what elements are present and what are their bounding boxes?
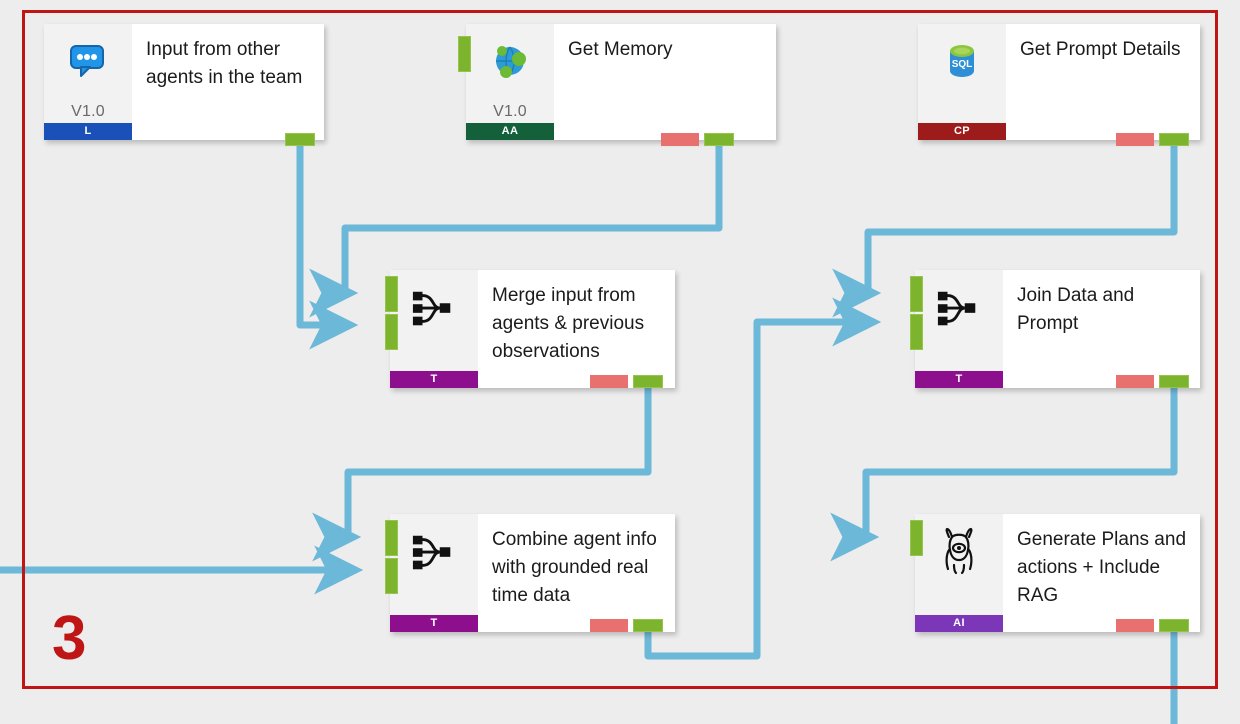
sql-database-icon: SQL (939, 38, 985, 84)
merge-icon (411, 286, 457, 332)
node-title: Merge input from agents & previous obser… (492, 285, 645, 362)
node-tag-badge: L (44, 123, 132, 140)
node-tag-badge: T (390, 371, 478, 388)
port-input-get-memory[interactable] (458, 36, 471, 72)
node-join-data-and-prompt[interactable]: T Join Data and Prompt (915, 270, 1200, 388)
port-output-get-memory[interactable] (704, 133, 734, 146)
wire-input-to-merge (296, 140, 359, 350)
port-input-merge-1[interactable] (385, 276, 398, 312)
node-generate-plans-and-actions[interactable]: AI Generate Plans and actions + Include … (915, 514, 1200, 632)
node-input-from-other-agents[interactable]: V1.0 L Input from other agents in the te… (44, 24, 324, 140)
globe-icon (487, 38, 533, 84)
node-tag-badge: AA (466, 123, 554, 140)
node-title: Generate Plans and actions + Include RAG (1017, 529, 1187, 606)
node-title: Input from other agents in the team (146, 39, 303, 88)
node-header-strip: T (390, 514, 478, 632)
merge-icon (411, 530, 457, 576)
node-version-label: V1.0 (493, 103, 527, 120)
port-output-error-join[interactable] (1116, 375, 1154, 388)
port-output-join[interactable] (1159, 375, 1189, 388)
llama-icon (936, 527, 982, 575)
svg-text:SQL: SQL (952, 59, 973, 70)
port-input-generate-plans[interactable] (910, 520, 923, 556)
wire-combine-to-join (644, 297, 882, 660)
node-tag-badge: T (915, 371, 1003, 388)
port-input-combine-2[interactable] (385, 558, 398, 594)
port-output-error-generate-plans[interactable] (1116, 619, 1154, 632)
speech-bubble-icon (65, 38, 111, 84)
port-output-error-get-prompt[interactable] (1116, 133, 1154, 146)
node-title: Get Prompt Details (1020, 39, 1181, 60)
node-header-strip: AI (915, 514, 1003, 632)
port-output-get-prompt[interactable] (1159, 133, 1189, 146)
node-title: Combine agent info with grounded real ti… (492, 529, 657, 606)
merge-icon (936, 286, 982, 332)
node-tag-badge: CP (918, 123, 1006, 140)
port-output-generate-plans[interactable] (1159, 619, 1189, 632)
port-output-error-combine[interactable] (590, 619, 628, 632)
node-combine-agent-info[interactable]: T Combine agent info with grounded real … (390, 514, 675, 632)
port-output-merge[interactable] (633, 375, 663, 388)
node-header-strip: SQL CP (918, 24, 1006, 140)
node-get-prompt-details[interactable]: SQL CP Get Prompt Details (918, 24, 1200, 140)
node-version-label: V1.0 (71, 103, 105, 120)
node-title: Get Memory (568, 39, 673, 60)
port-input-join-1[interactable] (910, 276, 923, 312)
node-header-strip: T (390, 270, 478, 388)
node-title: Join Data and Prompt (1017, 285, 1135, 334)
node-header-strip: V1.0 AA (466, 24, 554, 140)
node-merge-input-from-agents[interactable]: T Merge input from agents & previous obs… (390, 270, 675, 388)
port-output-input-node[interactable] (285, 133, 315, 146)
node-tag-badge: AI (915, 615, 1003, 632)
node-get-memory[interactable]: V1.0 AA Get Memory (466, 24, 776, 140)
port-input-join-2[interactable] (910, 314, 923, 350)
port-output-error-merge[interactable] (590, 375, 628, 388)
port-output-error-get-memory[interactable] (661, 133, 699, 146)
node-header-strip: V1.0 L (44, 24, 132, 140)
step-number-label: 3 (52, 604, 87, 673)
port-input-combine-1[interactable] (385, 520, 398, 556)
port-input-merge-2[interactable] (385, 314, 398, 350)
node-header-strip: T (915, 270, 1003, 388)
node-tag-badge: T (390, 615, 478, 632)
port-output-combine[interactable] (633, 619, 663, 632)
